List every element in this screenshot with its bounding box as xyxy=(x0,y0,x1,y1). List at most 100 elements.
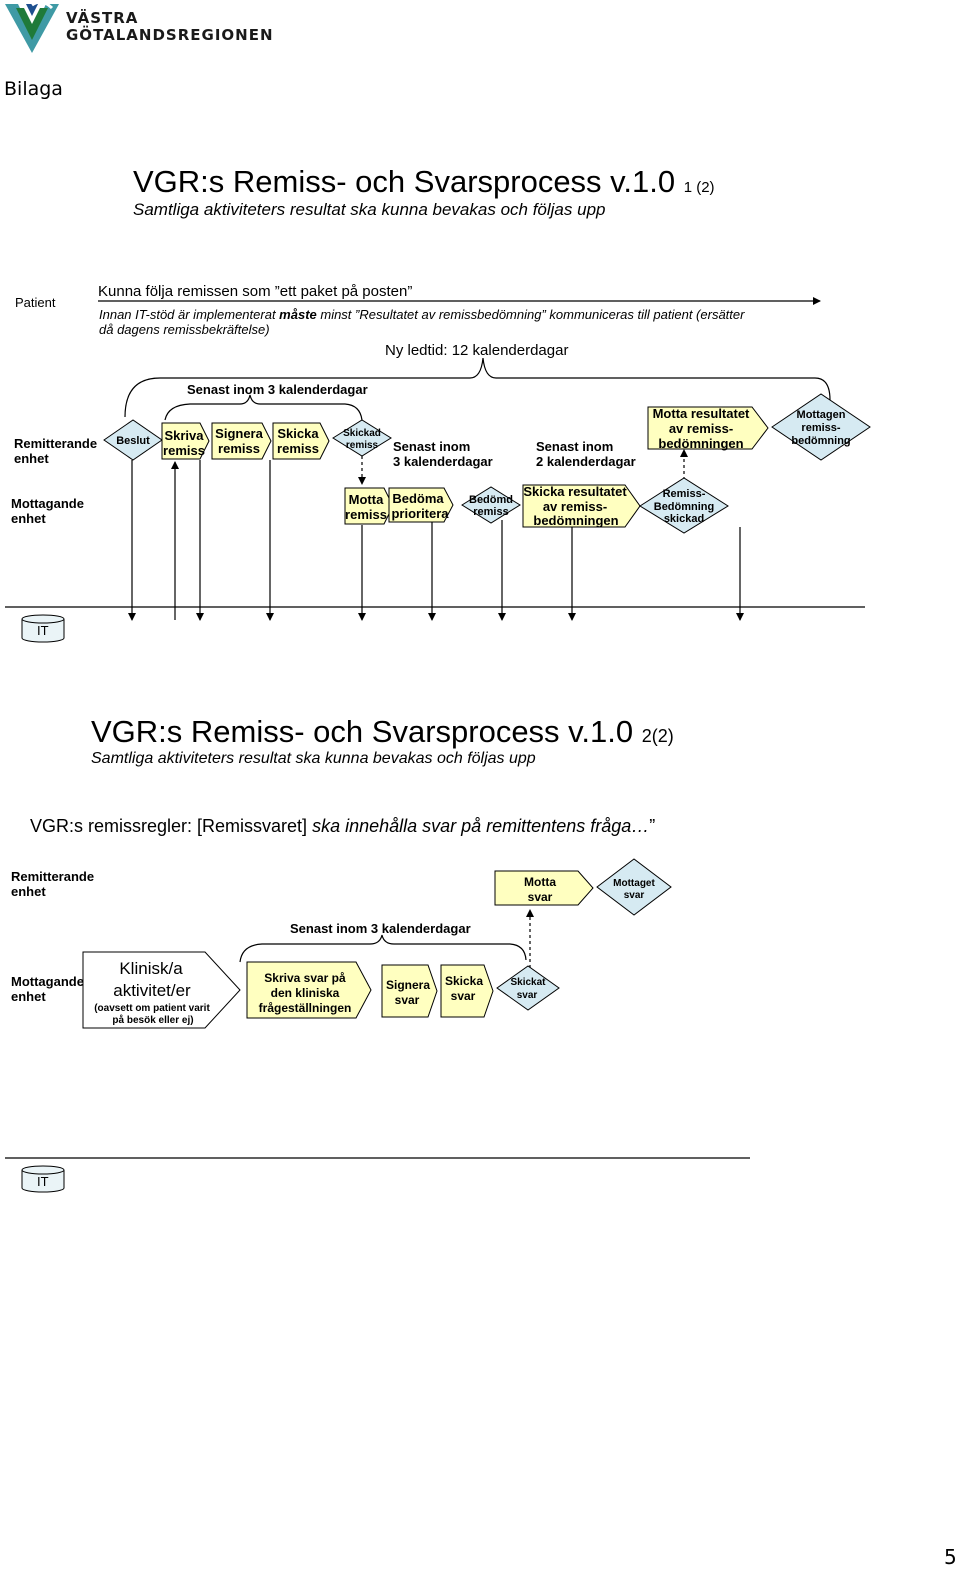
it-note-line2: då dagens remissbekräftelse) xyxy=(99,322,270,337)
skriva-svar-l3: frågeställningen xyxy=(259,1001,352,1015)
skicka-remiss-shape xyxy=(272,422,330,460)
motta-remiss-l1: Motta xyxy=(349,492,384,507)
signera-remiss-l2: remiss xyxy=(218,441,260,456)
skickat-svar-diamond xyxy=(496,965,560,1011)
senast3-top-label: Senast inom 3 kalenderdagar xyxy=(187,382,368,397)
klinisk-l1: Klinisk/a xyxy=(119,959,183,978)
remissregler-pre: VGR:s remissregler: [Remissvaret] xyxy=(30,816,313,836)
skriva-remiss-l2: remiss xyxy=(163,443,205,458)
it-note-bold: måste xyxy=(279,307,317,322)
remissregler: VGR:s remissregler: [Remissvaret] ska in… xyxy=(30,816,655,837)
it-note-pre: Innan IT-stöd är implementerat xyxy=(99,307,280,322)
mottagen-l1: Mottagen xyxy=(797,409,846,421)
remissregler-italic: ska innehålla svar på remittentens fråga… xyxy=(312,816,650,836)
skriva-svar-l2: den kliniska xyxy=(271,986,340,1000)
signera-svar-l2: svar xyxy=(395,993,420,1007)
remiss-skickad-l3: skickad xyxy=(664,513,704,525)
skickad-remiss-diamond xyxy=(332,419,392,457)
slide2-lane-remitterande: Remitterande enhet xyxy=(11,869,94,899)
remiss-skickad-diamond xyxy=(639,477,729,534)
slide2-lane-remitterande-line1: Remitterande xyxy=(11,869,95,884)
skickat-svar-l2: svar xyxy=(517,990,538,1001)
motta-svar-shape xyxy=(494,870,594,906)
slide1-title-text: VGR:s Remiss- och Svarsprocess v.1.0 xyxy=(133,164,676,199)
skicka-svar-l1: Skicka xyxy=(445,974,483,988)
klinisk-l2: aktivitet/er xyxy=(113,981,191,1000)
skicka-resultat-l3: bedömningen xyxy=(533,513,618,528)
lane-remitterande: Remitterande enhet xyxy=(14,436,97,466)
motta-svar-l1: Motta xyxy=(524,875,556,889)
mottagen-l2: remiss- xyxy=(801,422,840,434)
skicka-resultat-l2: av remiss- xyxy=(543,499,607,514)
skickad-remiss-l1: Skickad xyxy=(343,428,381,439)
lane-mottagande-line2: enhet xyxy=(11,511,46,526)
it-label: IT xyxy=(37,623,49,638)
lane-mottagande-line1: Mottagande xyxy=(11,496,84,511)
skriva-remiss-shape xyxy=(161,422,210,460)
skriva-svar-shape xyxy=(246,961,372,1019)
lane-remitterande-line2: enhet xyxy=(14,451,49,466)
motta-resultat-l2: av remiss- xyxy=(669,421,733,436)
motta-resultat-l3: bedömningen xyxy=(658,436,743,451)
slide2-title-text: VGR:s Remiss- och Svarsprocess v.1.0 xyxy=(91,714,634,749)
signera-svar-l1: Signera xyxy=(386,978,430,992)
slide2-lane-mottagande-line2: enhet xyxy=(11,989,46,1004)
mottaget-svar-l1: Mottaget xyxy=(613,878,655,889)
bedomd-l1: Bedömd xyxy=(469,494,513,506)
slide2-diagram: IT Motta svar Mottaget svar Klinisk/a ak… xyxy=(5,858,750,1193)
senast-a-l1: Senast inom xyxy=(393,439,470,454)
bedoma-l1: Bedöma xyxy=(392,491,444,506)
slide2-page: 2(2) xyxy=(641,726,674,746)
it-note: Innan IT-stöd är implementerat måste min… xyxy=(99,307,829,337)
bilaga-label: Bilaga xyxy=(4,78,63,100)
vgr-logo xyxy=(2,0,64,59)
lane-patient: Patient xyxy=(15,295,56,310)
slide2-subtitle: Samtliga aktiviteters resultat ska kunna… xyxy=(91,750,536,767)
signera-svar-shape xyxy=(381,964,438,1018)
skicka-svar-shape xyxy=(440,964,494,1018)
skicka-resultat-l1: Skicka resultatet xyxy=(523,484,627,499)
klinisk-l3: (oavsett om patient varit xyxy=(94,1003,210,1014)
mottaget-svar-diamond xyxy=(596,858,672,916)
ledtid-label: Ny ledtid: 12 kalenderdagar xyxy=(385,342,569,359)
mottagen-l3: bedömning xyxy=(791,435,850,447)
slide2-senast3-label: Senast inom 3 kalenderdagar xyxy=(290,921,471,936)
slide1-subtitle: Samtliga aktiviteters resultat ska kunna… xyxy=(133,200,606,219)
it-note-post: minst ”Resultatet av remissbedömning” ko… xyxy=(316,307,745,322)
motta-remiss-l2: remiss xyxy=(345,507,387,522)
senast-b-l1: Senast inom xyxy=(536,439,613,454)
slide2-lane-mottagande-line1: Mottagande xyxy=(11,974,84,989)
lane-remitterande-line1: Remitterande xyxy=(14,436,98,451)
bedoma-shape xyxy=(388,487,454,523)
skriva-remiss-l1: Skriva xyxy=(164,428,204,443)
remiss-skickad-l2: Bedömning xyxy=(654,501,715,513)
mottaget-svar-l2: svar xyxy=(624,890,645,901)
patient-arrow-label: Kunna följa remissen som ”ett paket på p… xyxy=(98,283,413,300)
bedomd-l2: remiss xyxy=(473,506,508,518)
motta-resultat-l1: Motta resultatet xyxy=(653,406,750,421)
slide2-lane-remitterande-line2: enhet xyxy=(11,884,46,899)
motta-svar-l2: svar xyxy=(528,890,553,904)
slide2-it-label: IT xyxy=(37,1174,49,1189)
skicka-svar-l2: svar xyxy=(451,989,476,1003)
logo-line2: GÖTALANDSREGIONEN xyxy=(66,26,274,44)
slide1-page: 1 (2) xyxy=(683,179,715,196)
senast-b-l2: 2 kalenderdagar xyxy=(536,454,636,469)
remiss-skickad-l1: Remiss- xyxy=(663,488,706,500)
slide2-lane-mottagande: Mottagande enhet xyxy=(11,974,84,1004)
slide1-title: VGR:s Remiss- och Svarsprocess v.1.0 1 (… xyxy=(133,164,715,200)
signera-remiss-shape xyxy=(211,422,272,460)
it-database-icon xyxy=(21,614,65,643)
ledtid-brace xyxy=(124,357,831,418)
skicka-resultat-shape xyxy=(522,484,641,528)
skickat-svar-l1: Skickat xyxy=(510,977,546,988)
klinisk-aktivitet-shape xyxy=(82,951,241,1029)
lane-mottagande: Mottagande enhet xyxy=(11,496,84,526)
slide2-it-database-icon xyxy=(21,1165,65,1193)
slide1-diagram: IT Beslut Skriva remiss Signera remiss S… xyxy=(5,297,871,643)
vgr-logo-mark xyxy=(5,0,59,53)
slide2-brace xyxy=(239,934,527,963)
skicka-remiss-l1: Skicka xyxy=(277,426,319,441)
klinisk-l4: på besök eller ej) xyxy=(112,1014,193,1026)
senast3-brace xyxy=(164,394,363,421)
